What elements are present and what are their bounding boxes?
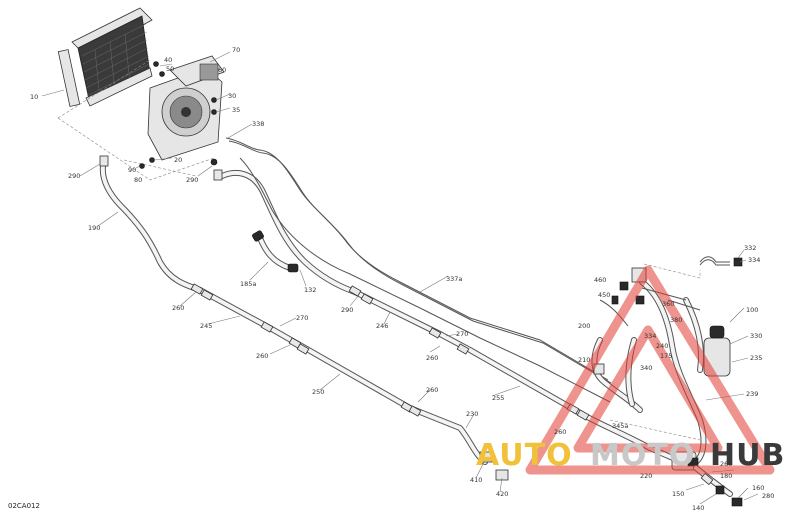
callout-420: 420 (496, 490, 508, 498)
watermark-brand-hub: HUB (710, 438, 785, 473)
callout-260-d: 260 (426, 386, 438, 394)
callout-260-b: 260 (256, 352, 268, 360)
callout-460: 460 (594, 276, 606, 284)
callout-260-e: 260 (554, 428, 566, 436)
callout-246: 246 (376, 322, 388, 330)
callout-235: 235 (750, 354, 762, 362)
callout-185a: 185a (240, 280, 256, 288)
callout-334-right: 334 (748, 256, 760, 264)
callout-260-c: 260 (426, 354, 438, 362)
callout-337a: 337a (446, 275, 462, 283)
callout-150: 150 (672, 490, 684, 498)
callout-132: 132 (304, 286, 316, 294)
callout-labels: 10 40 50 70 60 30 35 20 90 80 290 290 29… (30, 46, 774, 512)
callout-270-a: 270 (296, 314, 308, 322)
callout-260-f: 260 (720, 460, 732, 468)
callout-290-middle: 290 (341, 306, 353, 314)
callout-60: 60 (218, 66, 226, 74)
watermark-logo: AUTO MOTO HUB (476, 265, 785, 475)
hose-132 (219, 170, 358, 295)
callout-240: 240 (656, 342, 668, 350)
callout-190: 190 (88, 224, 100, 232)
hose-clamps (99, 155, 590, 421)
fan-shroud (147, 55, 225, 161)
hose-185a (252, 230, 299, 273)
callout-360: 360 (662, 300, 674, 308)
callout-140: 140 (692, 504, 704, 512)
reservoir-cap-icon (709, 325, 725, 339)
bleed-line-337a (225, 137, 612, 403)
callout-255: 255 (492, 394, 504, 402)
callout-338: 338 (252, 120, 264, 128)
callout-260-a: 260 (172, 304, 184, 312)
callout-200: 200 (578, 322, 590, 330)
callout-30: 30 (228, 92, 236, 100)
callout-20: 20 (174, 156, 182, 164)
pipe-246 (352, 289, 578, 413)
callout-330: 330 (750, 332, 762, 340)
callout-10: 10 (30, 93, 38, 101)
callout-70: 70 (232, 46, 240, 54)
callout-280: 280 (762, 492, 774, 500)
callout-270-b: 270 (456, 330, 468, 338)
hose-190 (99, 157, 203, 293)
radiator (57, 7, 153, 107)
callout-90: 90 (128, 166, 136, 174)
callout-230: 230 (466, 410, 478, 418)
callout-220: 220 (640, 472, 652, 480)
callout-80: 80 (134, 176, 142, 184)
pipe-245 (197, 287, 488, 465)
radiator-side-tank (57, 49, 81, 107)
watermark-brand-moto: MOTO (590, 438, 695, 473)
watermark-brand-auto: AUTO (476, 438, 573, 473)
callout-50: 50 (166, 65, 174, 73)
leader-lines (41, 51, 759, 505)
callout-210: 210 (578, 356, 590, 364)
callout-160: 160 (752, 484, 764, 492)
right-hose-group (591, 279, 707, 465)
callout-380: 380 (670, 316, 682, 324)
callout-40: 40 (164, 56, 172, 64)
figure-code: 02CA012 (8, 502, 40, 510)
callout-290-center: 290 (186, 176, 198, 184)
callout-175: 175 (660, 352, 672, 360)
callout-35: 35 (232, 106, 240, 114)
callout-250: 250 (312, 388, 324, 396)
callout-239: 239 (746, 390, 758, 398)
callout-332: 332 (744, 244, 756, 252)
callout-245: 245 (200, 322, 212, 330)
watermark-triangle-icon (525, 265, 775, 475)
callout-340: 340 (640, 364, 652, 372)
callout-450: 450 (598, 291, 610, 299)
callout-410: 410 (470, 476, 482, 484)
callout-100: 100 (746, 306, 758, 314)
callout-180: 180 (720, 472, 732, 480)
callout-345a: 345a (612, 422, 628, 430)
callout-290-left: 290 (68, 172, 80, 180)
callout-334-left: 334 (644, 332, 656, 340)
